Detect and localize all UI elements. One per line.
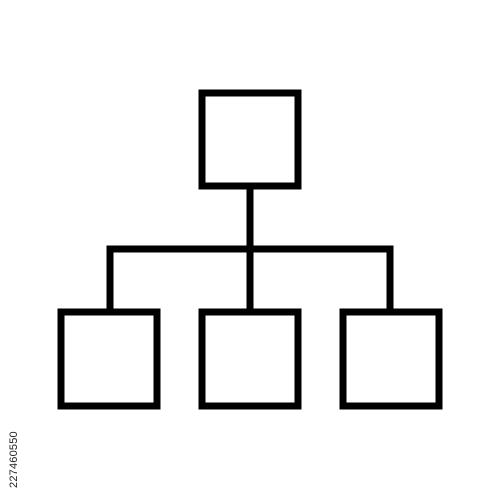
node-child-left bbox=[57, 308, 161, 410]
node-child-right bbox=[339, 308, 443, 410]
image-id-text: 227460550 bbox=[8, 431, 20, 488]
node-child-center bbox=[198, 308, 302, 410]
node-root bbox=[198, 89, 302, 190]
